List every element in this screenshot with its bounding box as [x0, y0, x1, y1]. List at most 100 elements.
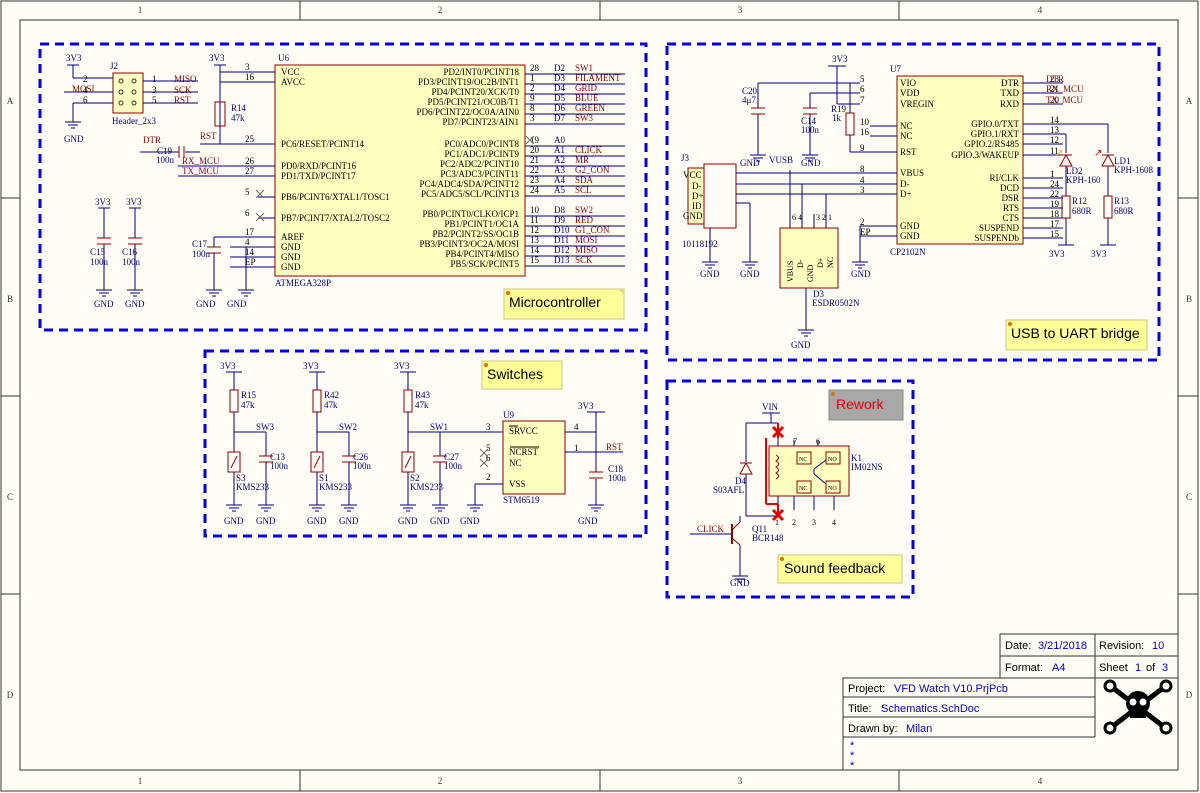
pin-num: 25 [245, 134, 255, 144]
pin-num: 4 [83, 85, 88, 95]
net-label: RST [174, 95, 191, 105]
pin-name: GND [806, 264, 815, 282]
no-contact: NO [828, 457, 837, 463]
resistor-body [229, 389, 239, 413]
pin-name: PC0/ADC0/PCINT8 [444, 139, 519, 149]
pin-num: 13 [530, 235, 540, 245]
port-label: D7 [554, 113, 565, 123]
pin-num: 6 [83, 95, 88, 105]
pin-name: GPIO.3/WAKEUP [951, 150, 1019, 160]
pin-num: 16 [860, 127, 870, 137]
title-block: Date: 3/21/2018 Revision: 10 Format: A4 … [842, 633, 1179, 772]
resistor-ref: R15 [241, 390, 257, 400]
u6-part: ATMEGA328P [275, 278, 331, 288]
drawn-label: Drawn by: [848, 723, 898, 735]
c14-ref: C14 [801, 116, 817, 126]
r13-value: 680R [1114, 206, 1134, 216]
u9-pin-name: VSS [509, 479, 526, 489]
ld2-ref: LD2 [1066, 166, 1083, 176]
pin-num: 24 [530, 185, 540, 195]
date-value: 3/21/2018 [1038, 640, 1087, 652]
sound-block: VIN D4 S03AFL CLICK Q11 BCR148 GND K1 IM… [690, 402, 883, 588]
port-label: D5 [554, 93, 565, 103]
pin-num: 8 [530, 103, 535, 113]
ld1-ref: LD1 [1114, 156, 1131, 166]
vin-label: VIN [762, 402, 778, 412]
k1-part: IM02NS [851, 462, 883, 472]
gnd-label: GND [740, 269, 760, 279]
gnd-label: GND [196, 299, 216, 309]
gnd-label: GND [398, 516, 418, 526]
pin-name: PC6/RESET/PCINT14 [281, 139, 365, 149]
net-label: CLICK [575, 145, 603, 155]
switch-net: SW2 [339, 422, 357, 432]
u6-ref: U6 [278, 53, 289, 63]
pin-num: 2 [530, 83, 535, 93]
microcontroller-frame [38, 42, 648, 332]
pin-name: PC3/ADC3/PCINT11 [440, 169, 519, 179]
pin-num: 15 [530, 255, 540, 265]
note-microcontroller: Microcontroller [503, 288, 625, 320]
pin-name: GPIO.1/RXT [971, 129, 1020, 139]
row-label: C [7, 492, 13, 502]
power-3v3: 3V3 [209, 53, 225, 63]
cap-ref: C13 [270, 452, 286, 462]
u9-ref: U9 [503, 410, 514, 420]
section-frames [38, 42, 1161, 599]
net-label: GREEN [575, 103, 605, 113]
ld2-symbol [1059, 153, 1073, 167]
d3-body [779, 227, 839, 289]
pin-name: PB4/PCINT4/MISO [445, 249, 519, 259]
pin-num: 19 [1050, 199, 1060, 209]
col-label: 1 [138, 5, 143, 15]
ld2-part: KPH-160 [1066, 175, 1101, 185]
pin-name: VREGIN [900, 99, 934, 109]
power-3v3: 3V3 [303, 361, 319, 371]
pin-num: 12 [1050, 135, 1059, 145]
pin-name: PD7/PCINT23/AIN1 [442, 117, 519, 127]
pin-num: 19 [530, 135, 540, 145]
gnd-label: GND [578, 516, 598, 526]
port-label: D6 [554, 103, 565, 113]
pin-name: RTS [1003, 203, 1019, 213]
switch-ref: S3 [236, 473, 246, 483]
net-label: SCK [575, 255, 593, 265]
pin-name: PB6/PCINT6/XTAL1/TOSC1 [281, 192, 390, 202]
row-label: D [7, 690, 14, 700]
note-star: * [850, 740, 855, 752]
pin-name: PB1/PCINT1/OC1A [444, 219, 519, 229]
r13-body [1103, 195, 1113, 219]
pin-name: VBUS [900, 168, 924, 178]
j2-body [112, 72, 144, 114]
pin-name: PD2/INT0/PCINT18 [443, 67, 519, 77]
r14-value: 47k [231, 113, 245, 123]
u9-pin-name: NC [509, 458, 522, 468]
pin-num: 3 [816, 213, 820, 222]
pin-num: 6 [792, 213, 796, 222]
pin-name: DSR [1001, 193, 1019, 203]
c18-ref: C18 [608, 464, 624, 474]
rework-x-icon [771, 425, 785, 522]
pin-num: 18 [1050, 209, 1060, 219]
net-label: DTR [1046, 74, 1064, 84]
resistor-body [403, 389, 413, 413]
pin-num: 22 [1050, 189, 1059, 199]
pin-num: 20 [1050, 95, 1060, 105]
pin-name: PC4/ADC4/SDA/PCINT12 [419, 179, 519, 189]
pin-num: 5 [152, 95, 157, 105]
pin-num: 6 [860, 84, 865, 94]
pin-name: GND [281, 252, 301, 262]
pin-name: D+ [900, 189, 912, 199]
r13-ref: R13 [1114, 196, 1130, 206]
net-label: MOSI [72, 84, 95, 94]
col-label: 2 [438, 776, 443, 786]
u9-pin-name: SRVCC [509, 426, 538, 436]
net-label: RED [575, 215, 594, 225]
c15-value: 100n [90, 257, 109, 267]
r19-ref: R19 [831, 104, 847, 114]
pin-name: PB0/PCINT0/CLKO/ICP1 [422, 209, 519, 219]
pin-num: EP [245, 257, 256, 267]
net-label: BLUE [575, 93, 599, 103]
usb-block: U7 CP2102N VIO5VDD6VREGIN7NC10NC16RST9VB… [681, 54, 1154, 350]
